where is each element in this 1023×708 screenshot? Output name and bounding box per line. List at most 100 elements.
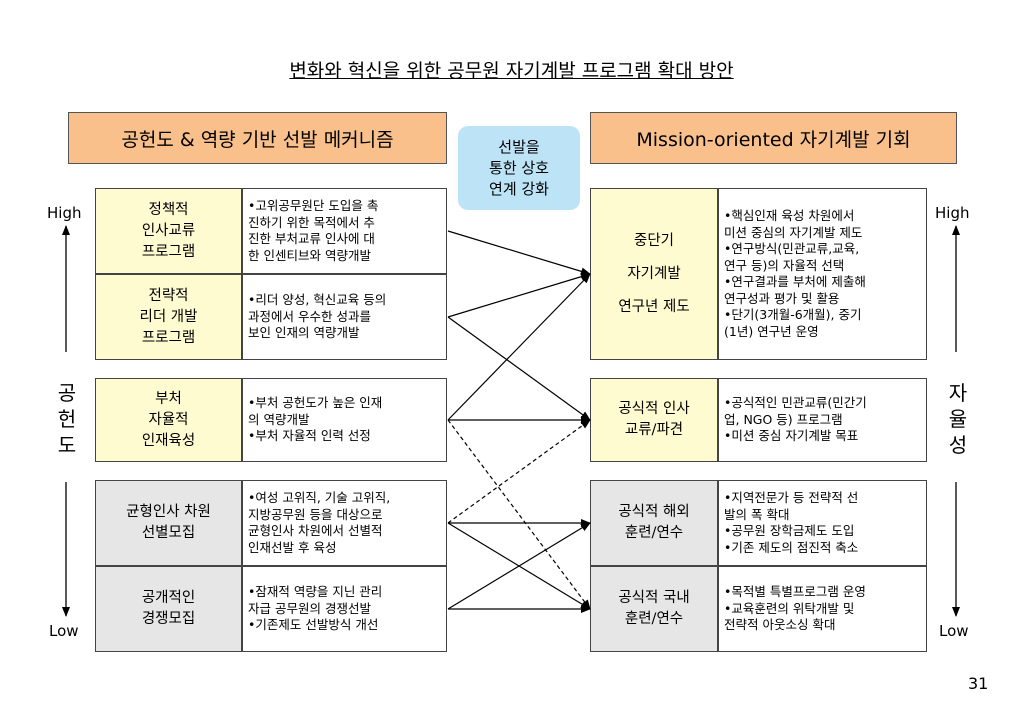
text-line: 경쟁모집 xyxy=(141,611,196,627)
text-line: 자율적 xyxy=(148,411,189,428)
text-line: 공식적 국내 xyxy=(618,590,690,606)
text-line: 과정에서 우수한 성과를 xyxy=(248,308,371,324)
text-line: 보인 인재의 역량개발 xyxy=(248,325,360,341)
text-line: 공개적인 xyxy=(141,590,196,606)
left-axis-low: Low xyxy=(49,622,79,640)
right-axis-low: Low xyxy=(939,622,969,640)
left-axis-char: 도 xyxy=(57,433,77,457)
text-line: 리더 개발 xyxy=(139,308,198,325)
left-axis-label: 공 헌 도 xyxy=(54,380,80,458)
text-line: 공식적 인사 xyxy=(618,401,690,417)
text-line: 인사교류 xyxy=(141,222,196,239)
connector-arrow-dashed xyxy=(447,419,591,524)
right-header: Mission-oriented 자기계발 기회 xyxy=(590,112,957,164)
text-line: 중단기 xyxy=(633,232,675,249)
text-line: •여성 고위직, 기술 고위직, xyxy=(248,490,391,505)
text-line: 균형인사 차원 xyxy=(126,504,211,520)
page-title: 변화와 혁신을 위한 공무원 자기계발 프로그램 확대 방안 xyxy=(289,60,734,82)
text-line: 프로그램 xyxy=(141,243,196,260)
left-axis-char: 헌 xyxy=(57,407,77,431)
text-line: •미션 중심 자기계발 목표 xyxy=(724,428,859,444)
text-line: 지방공무원 등을 대상으로 xyxy=(248,506,383,522)
text-line: 부처 xyxy=(155,390,182,407)
text-line: •기존 제도의 점진적 축소 xyxy=(724,539,859,555)
text-line: •공식적인 민관교류(민간기 xyxy=(724,395,867,411)
text-line: (1년) 연구년 운영 xyxy=(724,323,819,339)
text-line: •단기(3개월-6개월), 중기 xyxy=(724,307,862,322)
text-line: •목적별 특별프로그램 운영 xyxy=(724,584,866,600)
connector-arrow xyxy=(447,273,591,421)
right-axis-label: 자 율 성 xyxy=(945,380,971,458)
left-axis-high: High xyxy=(47,204,82,222)
text-line: 정책적 xyxy=(148,201,189,218)
text-line: •교육훈련의 위탁개발 및 xyxy=(724,600,855,616)
text-line: •잠재적 역량을 지닌 관리 xyxy=(248,584,383,600)
text-line: •지역전문가 등 전략적 선 xyxy=(724,490,859,505)
connector-arrow xyxy=(447,272,591,318)
connector-arrow xyxy=(447,522,591,610)
center-label-line: 연계 강화 xyxy=(489,179,549,198)
text-line: 연구년 제도 xyxy=(618,298,690,315)
text-line: 업, NGO 등) 프로그램 xyxy=(724,411,843,427)
text-line: •연구결과를 부처에 제출해 xyxy=(724,274,866,289)
text-line: 발의 폭 확대 xyxy=(724,506,790,522)
text-line: 균형인사 차원에서 선별적 xyxy=(248,523,383,538)
right-axis-char: 자 xyxy=(948,381,968,405)
right-axis-char: 성 xyxy=(948,433,968,457)
left-axis-char: 공 xyxy=(57,381,77,405)
text-line: 한 인센티브와 역량개발 xyxy=(248,247,371,263)
text-line: 연구성과 평가 및 활용 xyxy=(724,290,840,306)
text-line: 훈련/연수 xyxy=(624,525,684,541)
text-line: 의 역량개발 xyxy=(248,411,310,427)
text-line: •기존제도 선발방식 개선 xyxy=(248,617,379,633)
text-line: 진한 부처교류 인사에 대 xyxy=(248,231,375,246)
text-line: 훈련/연수 xyxy=(624,611,684,627)
text-line: •공무원 장학금제도 도입 xyxy=(724,523,855,538)
left-header: 공헌도 & 역량 기반 선발 메커니즘 xyxy=(68,112,447,164)
text-line: 연구 등)의 자율적 선택 xyxy=(724,257,845,273)
connector-arrow xyxy=(447,316,591,421)
text-line: •부처 자율적 인력 선정 xyxy=(248,428,371,444)
connector-arrow xyxy=(447,230,591,276)
page-number: 31 xyxy=(968,674,989,693)
text-line: 미션 중심의 자기계발 제도 xyxy=(724,224,863,240)
text-line: •연구방식(민관교류,교육, xyxy=(724,241,860,256)
text-line: 선별모집 xyxy=(141,525,196,541)
right-axis-high: High xyxy=(935,204,970,222)
text-line: 전략적 아웃소싱 확대 xyxy=(724,617,836,633)
text-line: 진하기 위한 목적에서 추 xyxy=(248,214,375,230)
text-line: 인재육성 xyxy=(141,432,196,449)
text-line: 프로그램 xyxy=(141,329,196,346)
right-axis-char: 율 xyxy=(948,407,968,431)
text-line: •부처 공헌도가 높은 인재 xyxy=(248,395,383,411)
text-line: 교류/파견 xyxy=(624,422,684,438)
text-line: 전략적 xyxy=(148,287,189,304)
text-line: 자급 공무원의 경쟁선발 xyxy=(248,600,371,616)
connector-arrow-dashed xyxy=(447,419,591,610)
center-label-box: 선발을 통한 상호 연계 강화 xyxy=(458,126,580,210)
text-line: •핵심인재 육성 차원에서 xyxy=(724,208,855,223)
text-line: •리더 양성, 혁신교육 등의 xyxy=(248,292,387,308)
center-label-line: 통한 상호 xyxy=(489,158,549,177)
text-line: 공식적 해외 xyxy=(618,504,690,520)
text-line: •고위공무원단 도입을 촉 xyxy=(248,198,379,213)
text-line: 자기계발 xyxy=(627,265,681,282)
